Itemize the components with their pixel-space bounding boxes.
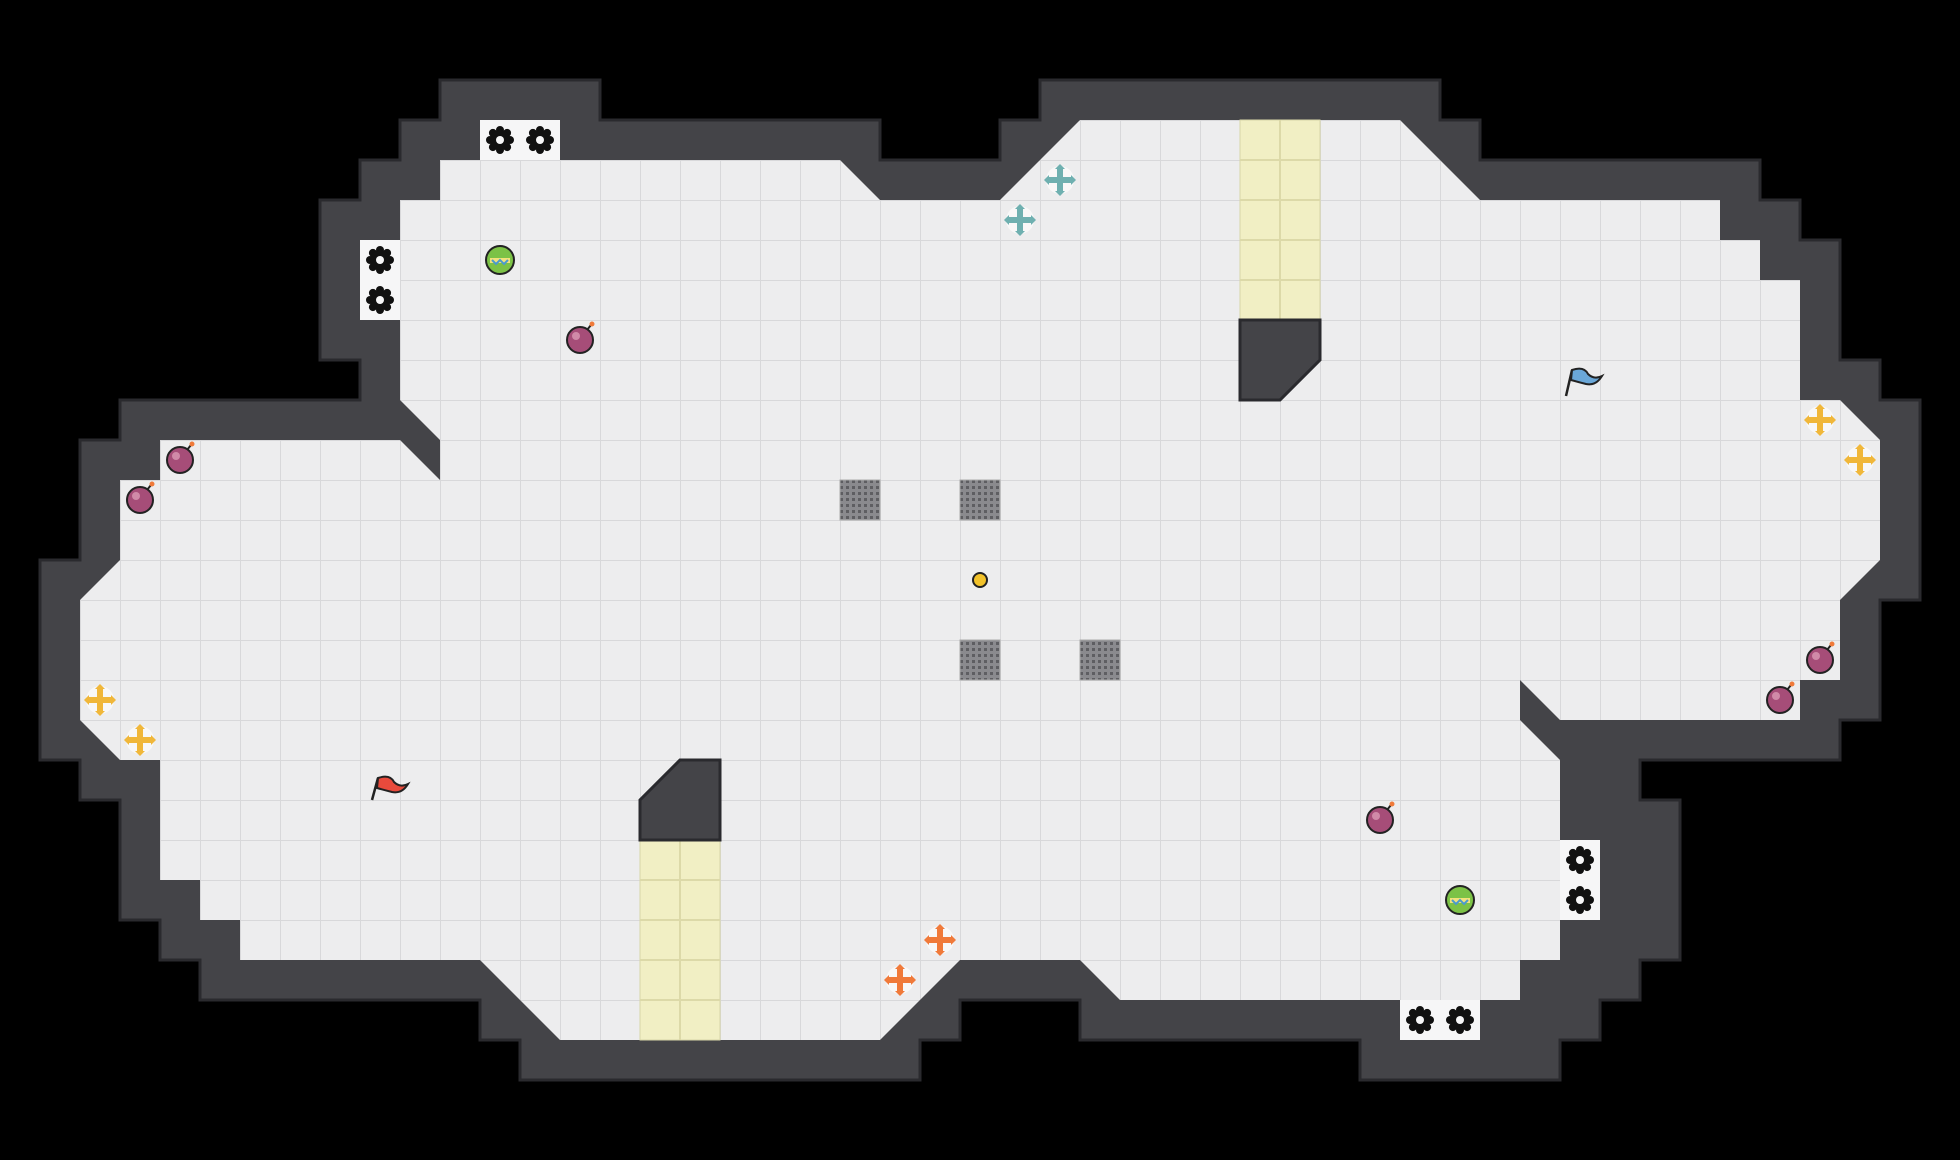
spike-icon bbox=[1440, 1000, 1480, 1040]
bomb-icon[interactable] bbox=[1766, 681, 1795, 714]
vent-tile bbox=[839, 479, 881, 521]
yellow-zone-bottom bbox=[639, 839, 721, 1041]
spike-icon bbox=[360, 240, 400, 280]
bomb-icon[interactable] bbox=[126, 481, 155, 514]
spike-icon bbox=[1560, 880, 1600, 920]
yellow-zone-top bbox=[1239, 119, 1321, 321]
speed-boost-icon[interactable] bbox=[1804, 404, 1836, 436]
vents bbox=[839, 479, 1121, 681]
speed-boost-icon[interactable] bbox=[1844, 444, 1876, 476]
spike-icon bbox=[1560, 840, 1600, 880]
vent-tile bbox=[959, 639, 1001, 681]
blue-boost-icon[interactable] bbox=[1004, 204, 1036, 236]
blue-boost-icon[interactable] bbox=[1044, 164, 1076, 196]
spike-icon bbox=[360, 280, 400, 320]
speed-boost-icon[interactable] bbox=[124, 724, 156, 756]
spike-icon bbox=[480, 120, 520, 160]
bomb-icon[interactable] bbox=[166, 441, 195, 474]
blue-flag-icon[interactable] bbox=[1564, 367, 1605, 397]
ball-marker[interactable] bbox=[972, 572, 988, 588]
wall-block-bottom bbox=[638, 758, 722, 842]
objects bbox=[84, 164, 1876, 996]
spikes bbox=[360, 120, 1600, 1040]
speed-boost-icon[interactable] bbox=[84, 684, 116, 716]
red-boost-icon[interactable] bbox=[924, 924, 956, 956]
red-boost-icon[interactable] bbox=[884, 964, 916, 996]
vent-tile bbox=[959, 479, 1001, 521]
spike-icon bbox=[1400, 1000, 1440, 1040]
vent-tile bbox=[1079, 639, 1121, 681]
red-flag-icon[interactable] bbox=[370, 775, 411, 801]
spike-icon bbox=[520, 120, 560, 160]
bomb-icon[interactable] bbox=[1366, 801, 1395, 834]
juke-juice-icon[interactable] bbox=[1445, 885, 1475, 915]
wall-block-top bbox=[1238, 318, 1322, 402]
juke-juice-icon[interactable] bbox=[485, 245, 515, 275]
bomb-icon[interactable] bbox=[1806, 641, 1835, 674]
bomb-icon[interactable] bbox=[566, 321, 595, 354]
